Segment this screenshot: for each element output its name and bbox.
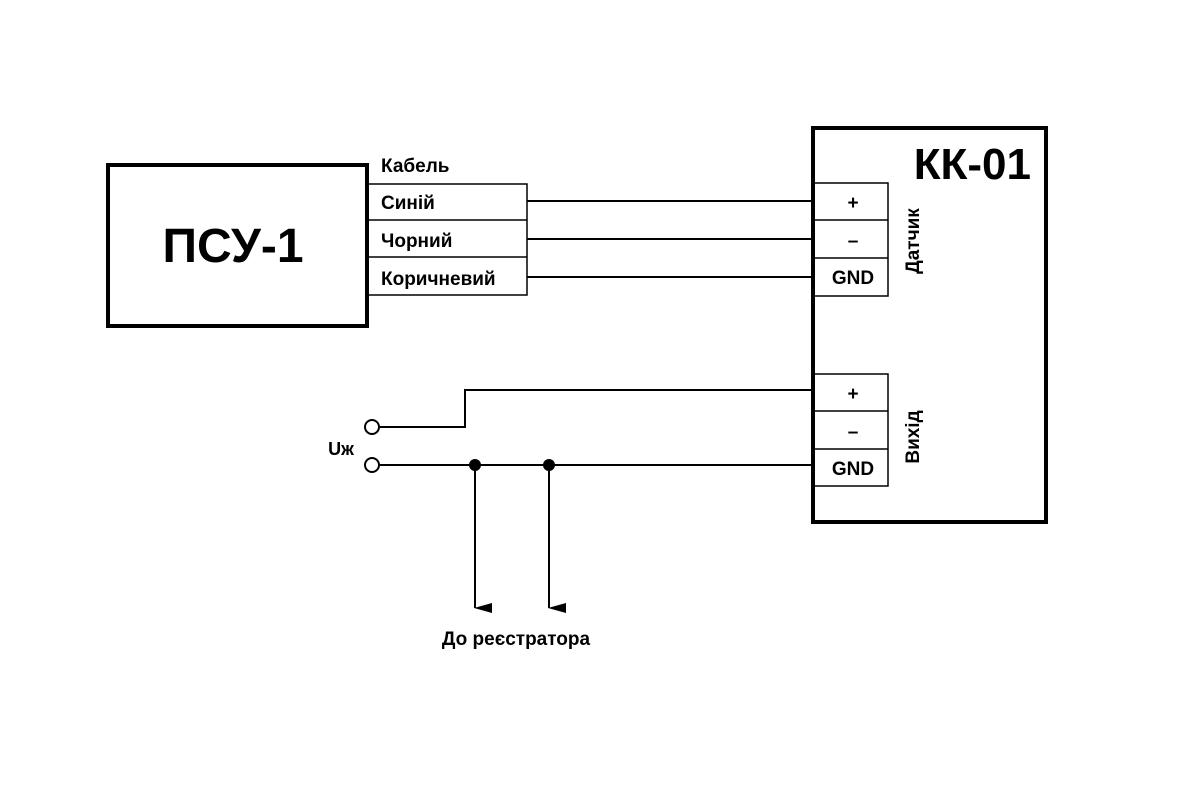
output-group-label: Вихід [903,410,924,463]
psu-block: ПСУ-1 [106,163,369,328]
output-terminal-frame [812,373,889,487]
sensor-terminal-gnd: GND [832,268,874,289]
sensor-terminal-plus: + [847,193,858,214]
wire-label-blue: Синій [381,193,435,214]
kk-box [811,126,1048,524]
sensor-terminal-frame [812,182,889,297]
output-terminal-plus: + [847,384,858,405]
psu-title: ПСУ-1 [162,220,303,273]
wire-output-plus [380,389,813,428]
kk-title: КК-01 [914,140,1031,189]
supply-terminal-top [364,419,380,435]
junction-dot [543,459,555,471]
wire-label-black: Чорний [381,231,452,252]
kk-block: КК-01 + – GND Датчик + – GND Вихід [811,126,1048,524]
wire-label-brown: Коричневий [381,269,496,290]
output-wires [380,389,813,613]
sensor-wires [527,200,813,278]
sensor-group-label: Датчик [903,208,924,274]
output-terminal-minus: – [848,422,859,443]
supply-label: Uж [328,439,354,459]
cable-heading: Кабель [381,156,449,177]
cable-table: Кабель Синій Чорний Коричневий [366,156,528,296]
output-terminal-gnd: GND [832,459,874,480]
junction-dot [469,459,481,471]
supply-terminal-bottom [364,457,380,473]
recorder-label: До реєстратора [442,629,591,650]
sensor-terminal-minus: – [848,231,859,252]
output-terminal-group: + – GND Вихід [812,373,924,487]
sensor-terminal-group: + – GND Датчик [812,182,924,297]
